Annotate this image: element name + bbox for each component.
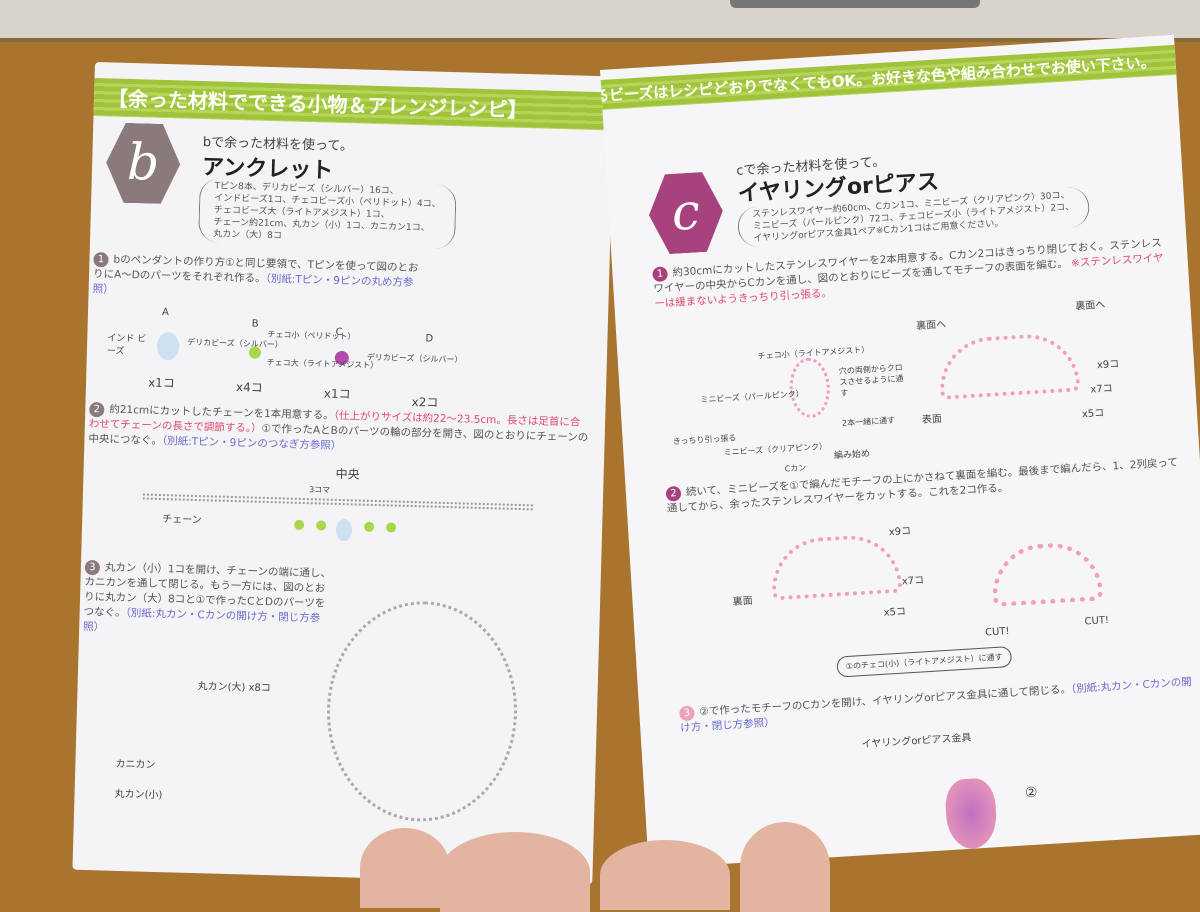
label: ② [1024, 784, 1038, 802]
step-text: 続いて、ミニビーズを①で編んだモチーフの上にかさねて裏面を編む。最後まで編んだら… [666, 456, 1179, 515]
label: きっちり引っ張る [672, 433, 737, 447]
label: CUT! [984, 626, 1010, 639]
background-object-tab [730, 0, 980, 8]
step-number: 1 [93, 252, 109, 268]
label: 裏面へ [1075, 299, 1106, 313]
label-koma: 3コマ [309, 485, 331, 495]
label-delica-2: デリカビーズ（シルバー） [366, 352, 463, 365]
motif-back [937, 331, 1081, 400]
step-text: ②で作ったモチーフのCカンを開け、イヤリングorピアス金具に通して閉じる。 [699, 683, 1072, 719]
label-center: 中央 [335, 466, 360, 482]
finger [600, 840, 730, 910]
label-d: D [425, 333, 434, 345]
bead-green [385, 522, 397, 533]
label: x9コ [1096, 358, 1120, 372]
count-b: x4コ [235, 380, 263, 395]
finger [360, 828, 450, 908]
label: Cカン [784, 463, 807, 474]
motif-finished [989, 540, 1104, 607]
earring-illustration [944, 777, 999, 851]
label-b: B [251, 318, 259, 330]
right-page: 使用するビーズはレシピどおりでなくてもOK。お好きな色や組み合わせでお使い下さい… [600, 34, 1200, 869]
banner-text-left: 【余った材料でできる小物＆アレンジレシピ】 [107, 86, 528, 123]
label-jumpring-small: 丸カン(小) [114, 788, 163, 802]
section-b-badge: b [105, 122, 181, 204]
label: 表面 [921, 413, 943, 426]
banner: 【余った材料でできる小物＆アレンジレシピ】 [93, 77, 615, 131]
label: CUT! [1084, 614, 1110, 628]
materials-list: Tピン8本、デリカビーズ（シルバー）16コ、 インドビーズ1コ、チェコビーズ小（… [198, 177, 457, 250]
bead-green [316, 520, 327, 531]
label: x7コ [901, 575, 925, 588]
motif [769, 532, 903, 601]
label: x5コ [883, 606, 907, 619]
step-note: （別紙:Tピン・9ピンのつなぎ方参照） [161, 435, 342, 453]
step-number: 3 [84, 559, 101, 576]
chain [142, 493, 533, 511]
clasp-diagram: 丸カン(大) x8コ カニカン 丸カン(小) [95, 62, 615, 824]
finger [740, 822, 830, 912]
chain-diagram: 中央 3コマ チェーン [95, 62, 615, 542]
label-fitting: イヤリングorピアス金具 [861, 732, 972, 751]
label-czech-large: チェコ大（ライトアメジスト） [266, 357, 379, 371]
label-a: A [161, 306, 170, 319]
anklet-illustration [323, 598, 521, 824]
parts-diagram: A B C D インド ビーズ デリカビーズ（シルバー） チェコ小（ペリドット）… [95, 62, 615, 410]
bead-green [363, 521, 375, 532]
label: x7コ [1090, 383, 1114, 396]
step-number: 2 [665, 485, 682, 502]
label: ミニビーズ（クリアピンク） [723, 441, 828, 458]
label: x9コ [888, 525, 912, 539]
label: x5コ [1081, 407, 1105, 421]
count-c: x1コ [323, 386, 351, 402]
step-number: 1 [652, 266, 669, 283]
banner-continued: 使用するビーズはレシピどおりでなくてもOK。お好きな色や組み合わせでお使い下さい… [600, 44, 1177, 110]
label: ミニビーズ（パールピンク） [700, 389, 805, 405]
label-chain: チェーン [162, 514, 202, 527]
label-jumpring-large: 丸カン(大) x8コ [197, 681, 271, 695]
label: ①のチェコ(小)（ライトアメジスト）に通す [836, 645, 1013, 678]
count-a: x1コ [147, 375, 176, 391]
step-number: 2 [89, 401, 105, 418]
step-number: 3 [678, 705, 695, 722]
bead-india [156, 331, 180, 361]
banner-text-right: 使用するビーズはレシピどおりでなくてもOK。お好きな色や組み合わせでお使い下さい… [600, 53, 1157, 109]
label: 裏面へ [915, 319, 947, 333]
bead-india [335, 518, 353, 542]
label-lobster-clasp: カニカン [115, 758, 156, 771]
count-d: x2コ [411, 394, 439, 410]
bead-green [294, 519, 305, 531]
finger [440, 832, 590, 912]
background-object [0, 0, 1200, 42]
left-page: 【余った材料でできる小物＆アレンジレシピ】 b bで余った材料を使って。 アンク… [72, 62, 615, 885]
section-c-badge: c [647, 171, 726, 255]
label: 穴の両側からクロスさせるように通す [838, 363, 904, 398]
label-india: インド ビーズ [106, 333, 147, 357]
label: 2本一緒に通す [841, 415, 896, 428]
label: 編み始め [833, 449, 871, 462]
label: 裏面 [732, 595, 754, 608]
